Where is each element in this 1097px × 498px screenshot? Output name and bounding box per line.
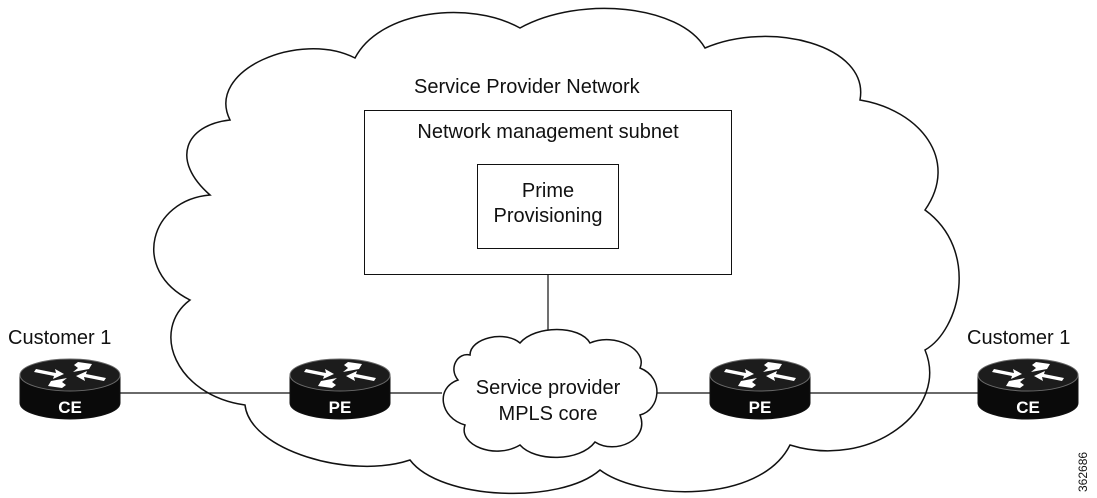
mpls-core-cloud: [442, 328, 658, 459]
figure-number: 362686: [1076, 451, 1090, 492]
customer-right-label: Customer 1: [967, 327, 1071, 349]
router-ce-left-label: CE: [58, 398, 82, 417]
core-label-line1: Service provider: [475, 377, 621, 399]
router-icon-pe-left: PE: [289, 358, 391, 420]
router-pe-left-label: PE: [329, 398, 352, 417]
router-ce-right-label: CE: [1016, 398, 1040, 417]
router-icon-ce-left: CE: [19, 358, 121, 420]
router-icon-ce-right: CE: [977, 358, 1079, 420]
mgmt-subnet-label: Network management subnet: [417, 121, 679, 143]
prime-provisioning-box: Prime Provisioning: [477, 164, 619, 249]
prime-label-line1: Prime: [521, 180, 575, 202]
customer-left-label: Customer 1: [8, 327, 112, 349]
mgmt-subnet-box: Network management subnet Prime Provisio…: [364, 110, 732, 275]
router-icon-pe-right: PE: [709, 358, 811, 420]
core-label-line2: MPLS core: [498, 403, 598, 425]
prime-label-line2: Provisioning: [493, 205, 603, 227]
router-pe-right-label: PE: [749, 398, 772, 417]
network-cloud-label: Service Provider Network: [414, 76, 640, 98]
